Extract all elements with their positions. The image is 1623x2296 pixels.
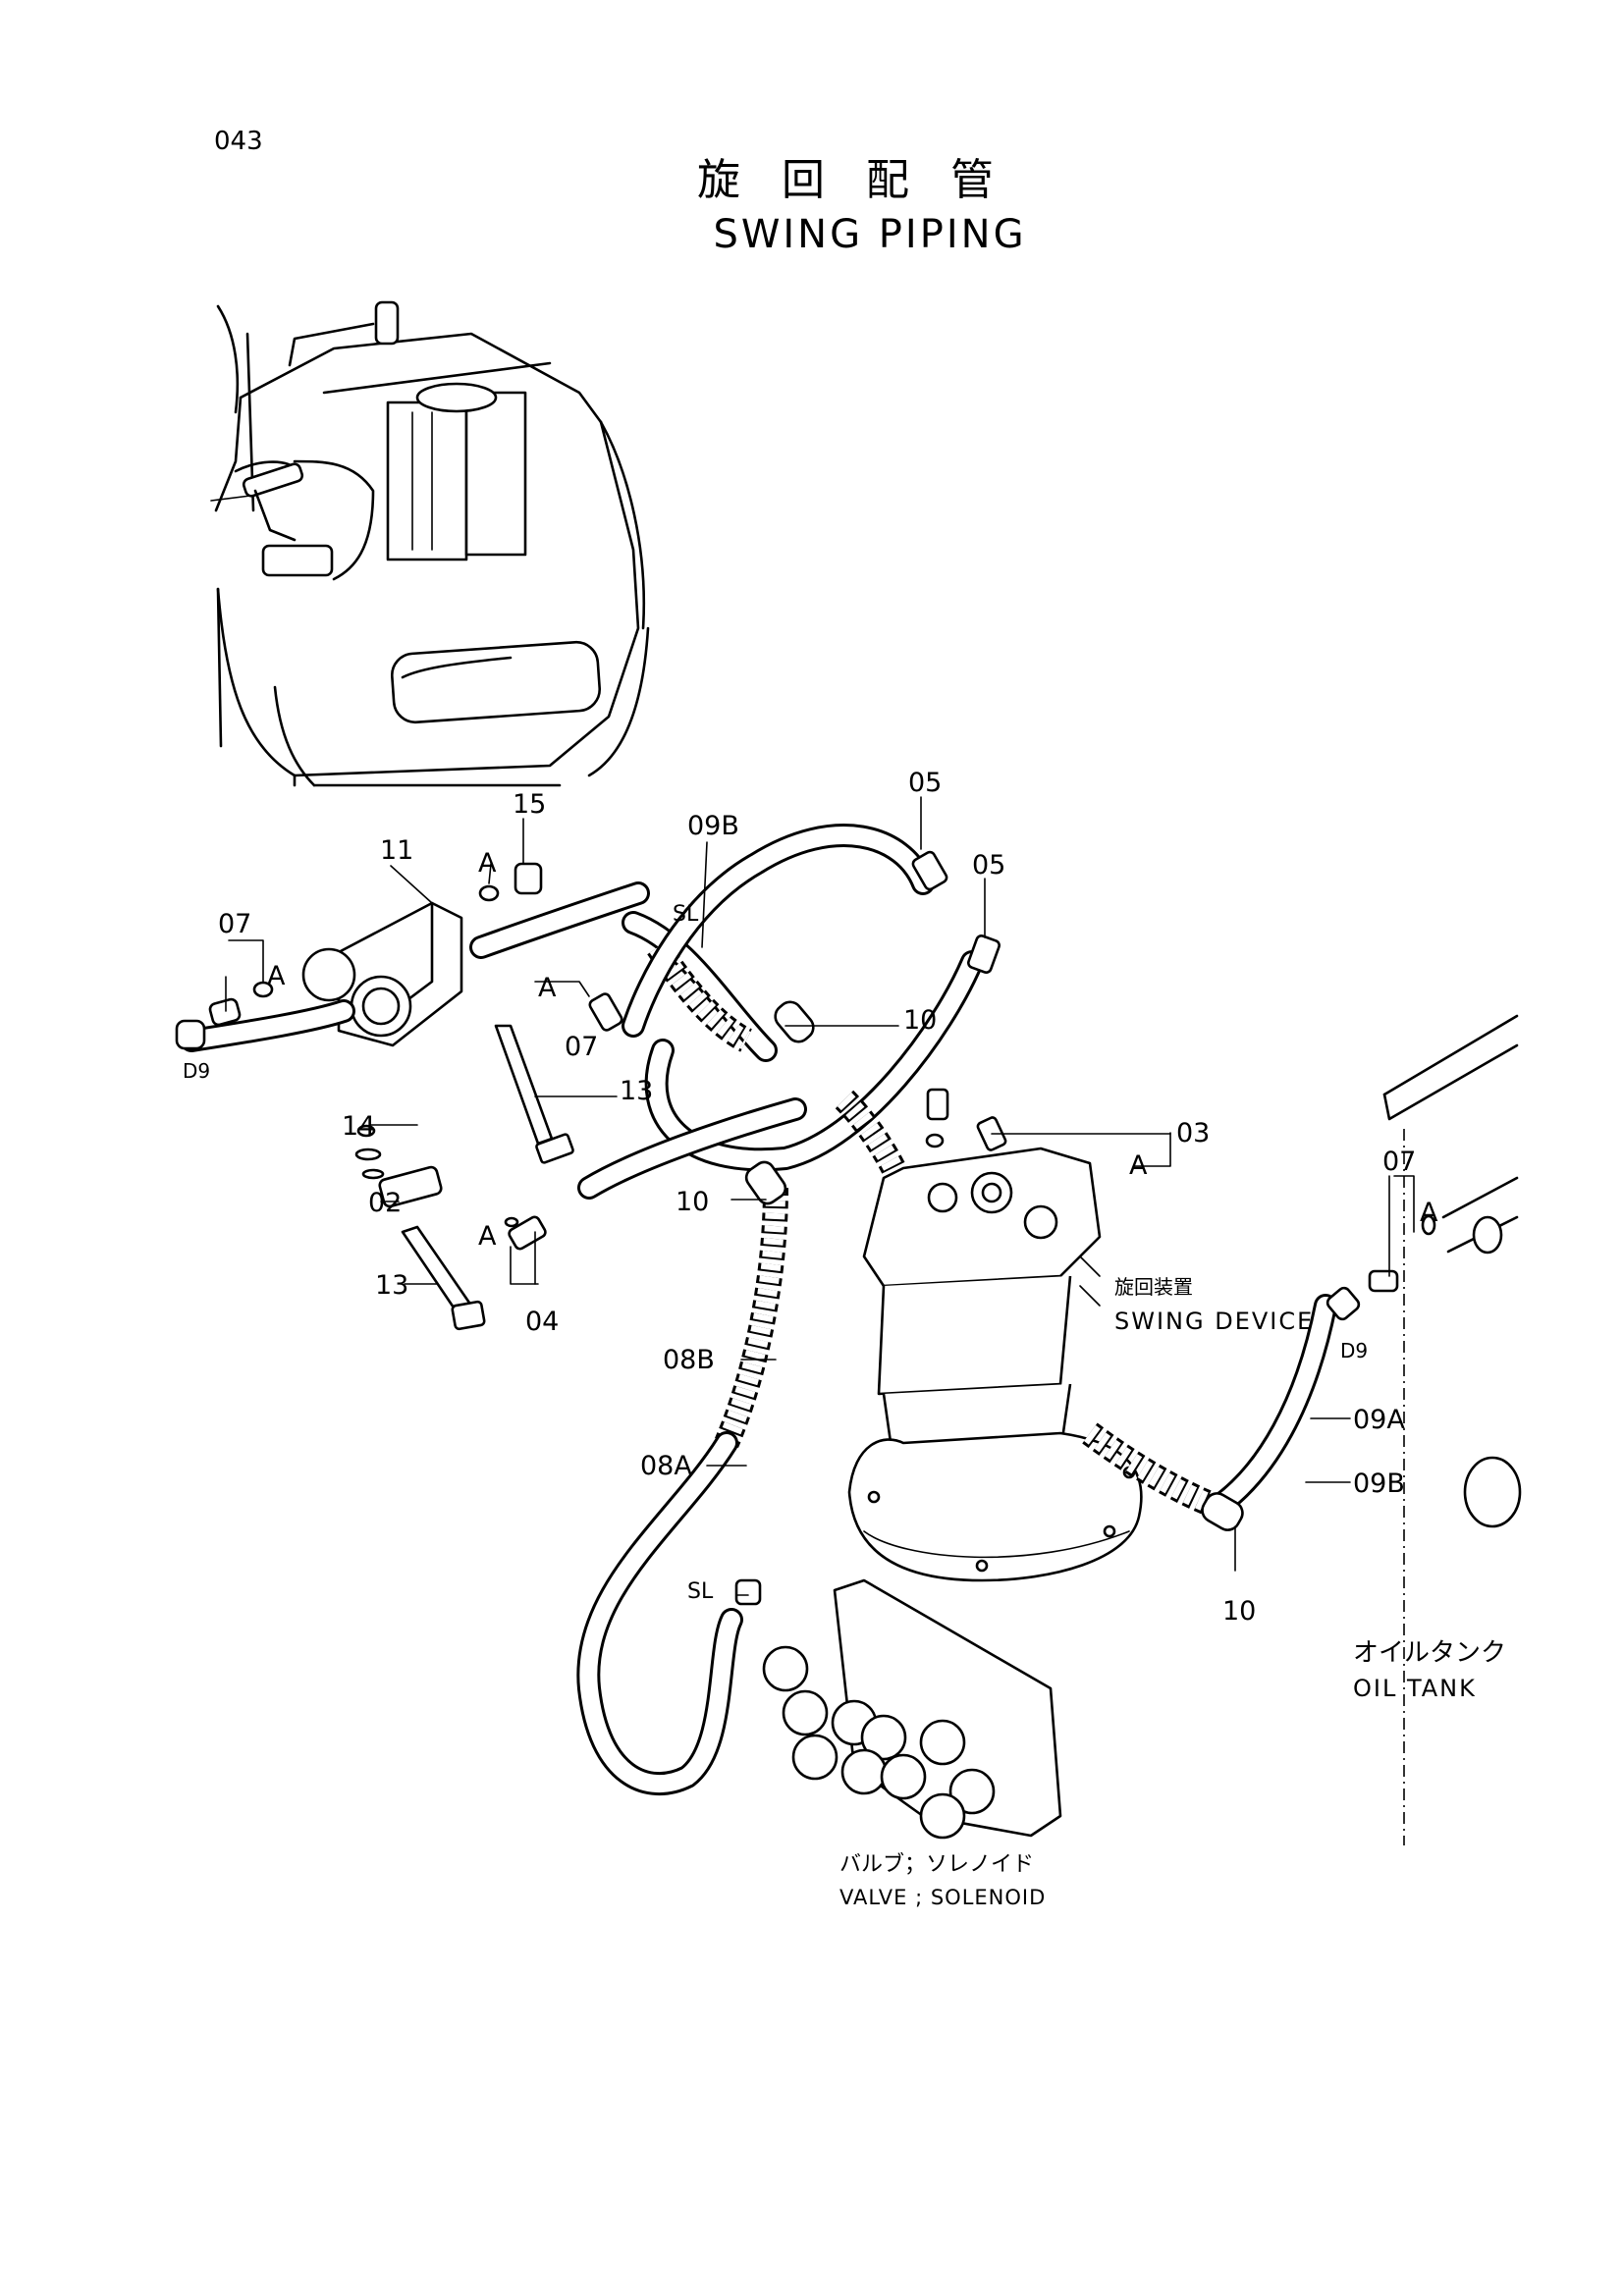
callout-a-04: A [478, 1221, 497, 1252]
title-english: SWING PIPING [713, 212, 1026, 257]
callout-11: 11 [380, 835, 413, 866]
callout-05-top: 05 [908, 768, 942, 798]
callout-10-left: 10 [676, 1187, 709, 1217]
valve-block [301, 901, 463, 1047]
caption-oil-tank-jp: オイルタンク [1353, 1638, 1506, 1668]
callout-a-15: A [478, 848, 497, 879]
callout-03: 03 [1176, 1118, 1210, 1148]
leader-lines [225, 796, 1415, 1596]
callout-07-right: 07 [1382, 1147, 1416, 1177]
callout-d9-right: D9 [1340, 1339, 1368, 1362]
callout-15: 15 [513, 789, 546, 820]
callout-02: 02 [368, 1188, 402, 1218]
hose-swing-center [835, 1090, 1337, 1520]
title-japanese: 旋 回 配 管 [697, 155, 1007, 205]
callout-08b: 08B [663, 1345, 715, 1375]
swing-device [847, 1147, 1143, 1582]
callout-d9-left: D9 [183, 1059, 210, 1083]
caption-valve-jp: バルブ；ソレノイド [839, 1852, 1034, 1877]
caption-valve-en: VALVE ; SOLENOID [839, 1886, 1046, 1909]
callout-07-center: 07 [565, 1032, 598, 1062]
callout-14: 14 [342, 1111, 375, 1142]
hose-05-loop [622, 824, 984, 1172]
callout-05-right: 05 [972, 850, 1005, 881]
machine-upper-structure [210, 300, 650, 787]
callout-sl-bottom: SL [687, 1579, 714, 1604]
callout-a-center: A [538, 973, 557, 1003]
callout-04: 04 [525, 1307, 559, 1337]
caption-oil-tank-en: OIL TANK [1353, 1675, 1477, 1702]
caption-swing-device-jp: 旋回装置 [1114, 1275, 1193, 1299]
caption-swing-device-en: SWING DEVICE [1114, 1308, 1314, 1335]
bolt-13-lower [401, 1225, 486, 1331]
bolt-13-upper [494, 1024, 574, 1164]
callout-07-left: 07 [218, 909, 251, 939]
callout-09b-right: 09B [1353, 1468, 1405, 1499]
solenoid-valve [762, 1578, 1062, 1840]
callout-a-left: A [267, 961, 286, 991]
callout-10-top: 10 [903, 1005, 937, 1036]
callout-sl-top: SL [673, 902, 699, 927]
clamp-02 [354, 1124, 443, 1208]
callout-a-right: A [1420, 1198, 1438, 1228]
hose-08a-08b [576, 1187, 788, 1796]
callout-a-03: A [1129, 1150, 1148, 1181]
callout-08a: 08A [640, 1451, 692, 1481]
page-number: 043 [214, 127, 263, 156]
callout-13-bottom: 13 [375, 1270, 408, 1301]
callout-09b-top: 09B [687, 811, 739, 841]
hose-main-left [180, 881, 807, 1200]
callout-09a: 09A [1353, 1405, 1405, 1435]
callout-10-bottom: 10 [1222, 1596, 1256, 1627]
fittings [175, 850, 1436, 1606]
oil-tank [1382, 1014, 1522, 1845]
callout-13-top: 13 [620, 1076, 653, 1106]
